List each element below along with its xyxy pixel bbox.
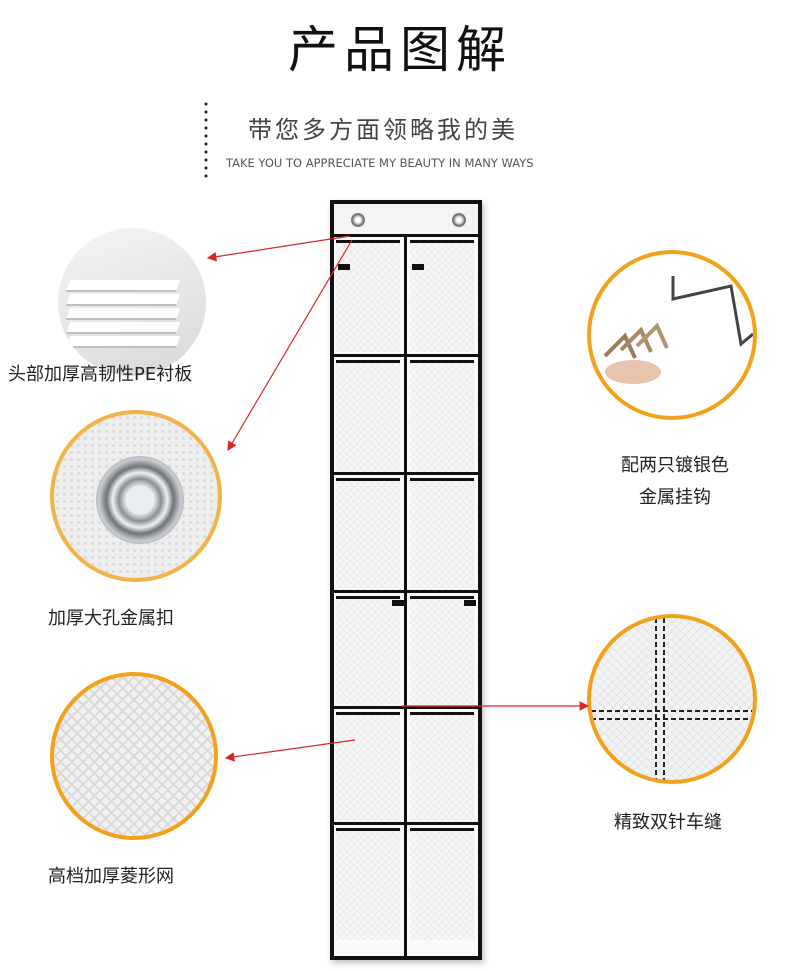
pocket xyxy=(336,478,400,590)
organizer-center-seam xyxy=(404,234,407,956)
dotted-divider xyxy=(204,100,208,180)
pocket-tab xyxy=(392,600,404,606)
pocket xyxy=(410,478,474,590)
pocket-tab xyxy=(464,600,476,606)
pocket xyxy=(410,828,474,940)
pe-board-detail-image xyxy=(58,228,206,376)
feature-label-pe-board: 头部加厚高韧性PE衬板 xyxy=(8,364,193,385)
pocket-divider xyxy=(334,472,478,475)
arrow-mesh xyxy=(224,739,356,762)
pocket xyxy=(336,712,400,824)
pocket xyxy=(336,828,400,940)
pocket xyxy=(410,596,474,708)
double-stitching-detail-image xyxy=(587,614,757,784)
arrow-pe-board xyxy=(206,235,351,262)
silver-hooks-detail-image xyxy=(587,250,757,420)
metal-grommet-icon xyxy=(96,456,184,544)
pocket xyxy=(336,596,400,708)
pocket xyxy=(410,240,474,352)
hook-icon xyxy=(603,276,753,384)
pocket xyxy=(336,240,400,352)
feature-label-mesh: 高档加厚菱形网 xyxy=(48,866,174,887)
subtitle-english: TAKE YOU TO APPRECIATE MY BEAUTY IN MANY… xyxy=(226,156,534,170)
page-title: 产品图解 xyxy=(288,21,512,79)
metal-grommet-detail-image xyxy=(50,410,222,582)
feature-label-hooks-line1: 配两只镀银色 xyxy=(621,455,729,476)
pocket xyxy=(336,360,400,472)
pocket-divider xyxy=(334,706,478,709)
feature-label-stitching: 精致双针车缝 xyxy=(614,812,722,833)
subtitle-chinese: 带您多方面领略我的美 xyxy=(248,116,518,144)
pocket-divider xyxy=(334,354,478,357)
pocket-tab xyxy=(412,264,424,270)
pocket-tab xyxy=(338,264,350,270)
pocket-divider xyxy=(334,822,478,825)
pocket xyxy=(410,360,474,472)
arrow-grommet xyxy=(227,239,353,452)
pocket xyxy=(410,712,474,824)
diamond-mesh-detail-image xyxy=(50,672,218,840)
hanging-organizer-image xyxy=(330,200,482,960)
feature-label-hooks-line2: 金属挂钩 xyxy=(639,487,711,508)
pocket-divider xyxy=(334,590,478,593)
grommet-icon xyxy=(351,213,365,227)
feature-label-grommet: 加厚大孔金属扣 xyxy=(48,608,174,629)
grommet-icon xyxy=(452,213,466,227)
